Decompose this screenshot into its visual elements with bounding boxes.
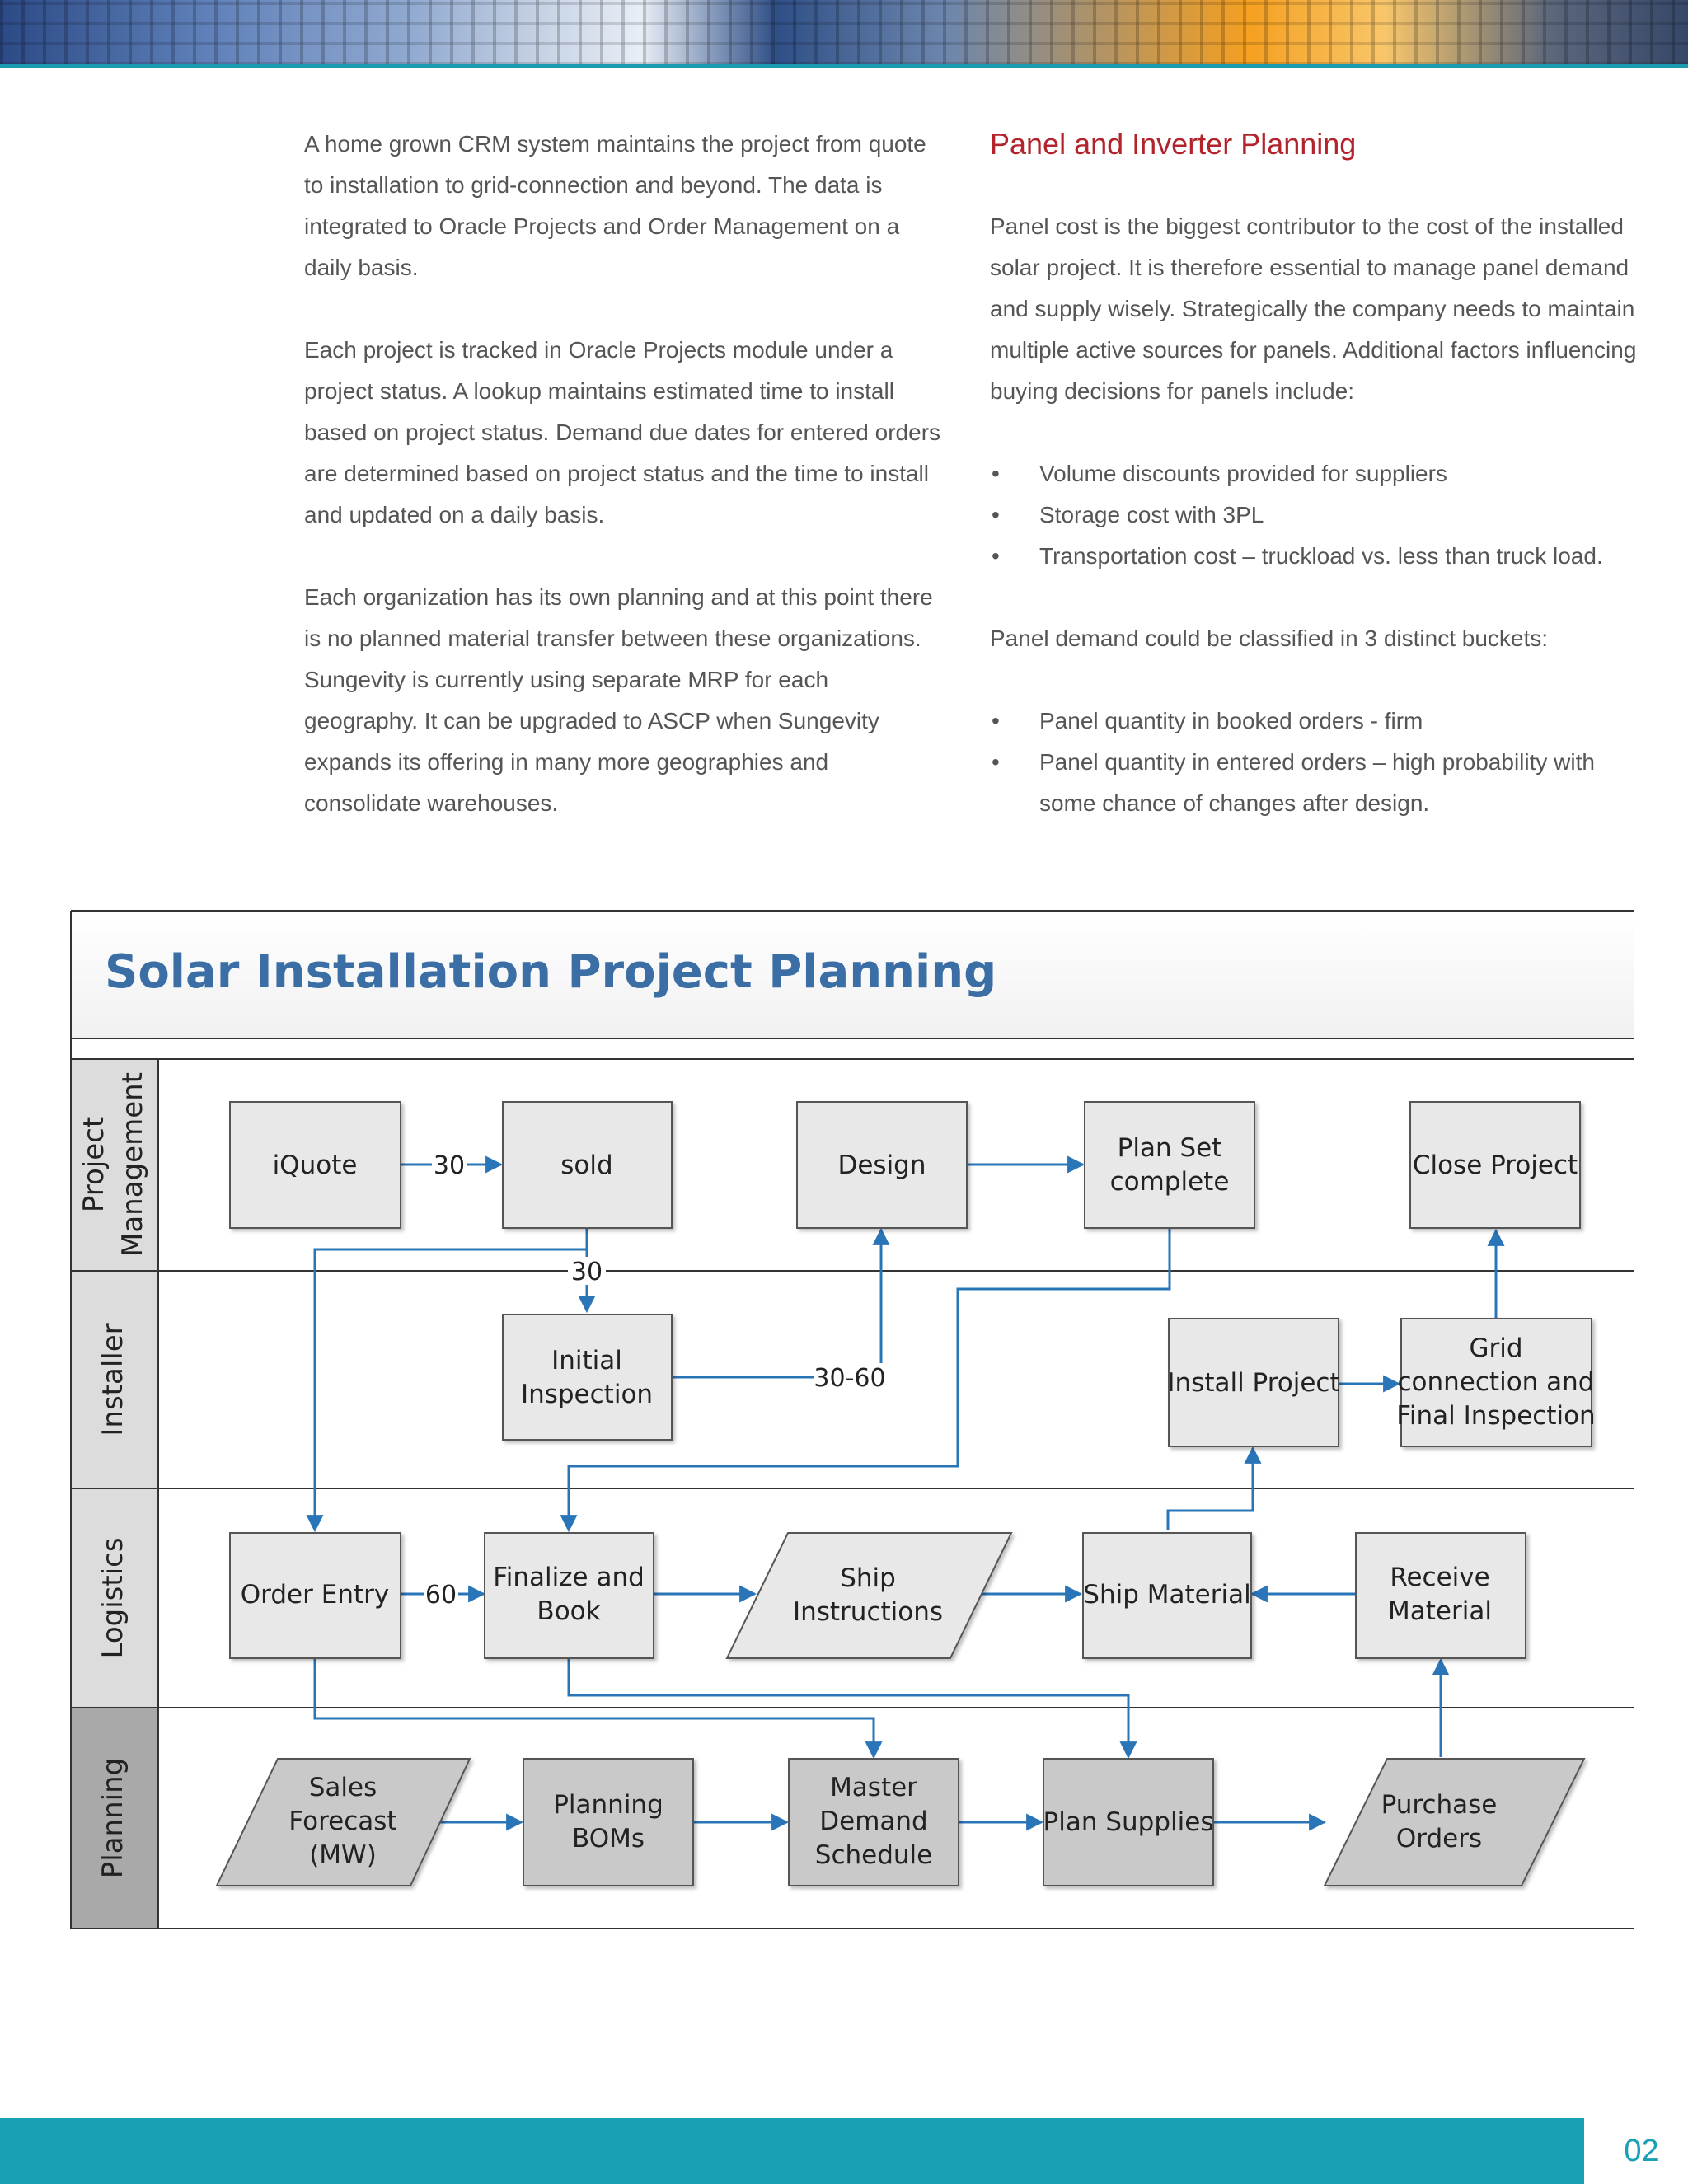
node-label: Initial	[551, 1346, 622, 1376]
node-label: Ship	[840, 1563, 896, 1593]
node-iquote	[229, 1101, 401, 1229]
lane-label-pm-2: Management	[116, 1072, 149, 1257]
node-purchase-orders	[1323, 1758, 1586, 1886]
lane-label-logistics: Logistics	[96, 1537, 129, 1658]
lane-header-planning	[70, 1707, 159, 1929]
node-ship-material	[1082, 1532, 1252, 1659]
page-number: 02	[1624, 2134, 1659, 2168]
node-label: Final Inspection	[1396, 1401, 1595, 1431]
list-item: Transportation cost – truckload vs. less…	[990, 536, 1649, 577]
diagram-title-bar	[71, 911, 1634, 1038]
node-label: Design	[837, 1151, 926, 1180]
node-receive-material	[1355, 1532, 1526, 1659]
node-finalize-book	[484, 1532, 654, 1659]
node-label: Plan Set	[1118, 1133, 1222, 1163]
node-label: Material	[1388, 1596, 1492, 1626]
right-paragraph-2: Panel demand could be classified in 3 di…	[990, 626, 1549, 651]
left-paragraph-2: Each project is tracked in Oracle Projec…	[304, 337, 941, 527]
node-label: Instructions	[793, 1597, 943, 1627]
left-paragraph-1: A home grown CRM system maintains the pr…	[304, 131, 926, 280]
node-label: Close Project	[1413, 1151, 1578, 1180]
node-label: Plan Supplies	[1043, 1807, 1214, 1837]
node-master-demand-schedule	[788, 1758, 959, 1886]
right-text-column: Panel and Inverter Planning Panel cost i…	[990, 124, 1649, 865]
node-label: Ship Material	[1083, 1580, 1250, 1610]
list-item: Panel quantity in booked orders - firm	[990, 701, 1649, 742]
lane-label-pm-1: Project	[77, 1117, 110, 1212]
node-grid-connection	[1400, 1318, 1592, 1447]
node-label: Orders	[1396, 1824, 1482, 1854]
edge-label-order-finalize: 60	[425, 1581, 457, 1610]
node-label: Inspection	[521, 1380, 653, 1409]
node-label: Order Entry	[241, 1580, 389, 1610]
list-item: Storage cost with 3PL	[990, 494, 1649, 536]
node-plan-supplies	[1043, 1758, 1214, 1886]
node-install-project	[1168, 1318, 1339, 1447]
node-label: Master	[830, 1773, 917, 1802]
node-label: Schedule	[815, 1840, 932, 1870]
section-title: Panel and Inverter Planning	[990, 127, 1357, 161]
lane-label-planning: Planning	[96, 1758, 129, 1878]
header-banner-pattern	[0, 0, 1688, 64]
left-text-column: A home grown CRM system maintains the pr…	[304, 124, 947, 865]
node-order-entry	[229, 1532, 401, 1659]
node-label: Sales	[309, 1773, 377, 1802]
list-item: Volume discounts provided for suppliers	[990, 453, 1649, 494]
edge-label-iquote-sold: 30	[434, 1151, 465, 1180]
node-label: (MW)	[309, 1840, 377, 1870]
edge-label-initial-design: 30-60	[814, 1364, 885, 1393]
left-paragraph-3: Each organization has its own planning a…	[304, 584, 933, 816]
node-label: sold	[560, 1151, 612, 1180]
node-label: Grid	[1469, 1333, 1522, 1363]
header-accent-line	[0, 64, 1688, 68]
lane-label-installer: Installer	[96, 1323, 129, 1436]
node-sales-forecast	[215, 1758, 471, 1886]
node-label: Planning	[553, 1790, 663, 1820]
node-label: connection and	[1398, 1367, 1595, 1397]
edge-label-sold-initial: 30	[571, 1258, 603, 1286]
lane-header-installer	[70, 1270, 159, 1489]
node-sold	[502, 1101, 673, 1229]
node-label: Install Project	[1167, 1368, 1339, 1398]
right-paragraph-1: Panel cost is the biggest contributor to…	[990, 213, 1637, 404]
node-initial-inspection	[502, 1314, 673, 1441]
node-label: Forecast	[288, 1807, 396, 1836]
node-plan-set-complete	[1084, 1101, 1255, 1229]
header-banner-image	[0, 0, 1688, 64]
buying-factors-list: Volume discounts provided for suppliers …	[990, 453, 1649, 577]
node-label: Finalize and	[493, 1563, 645, 1592]
list-item: Panel quantity in entered orders – high …	[990, 742, 1649, 824]
node-label: complete	[1110, 1167, 1230, 1197]
footer-bar	[0, 2118, 1584, 2184]
node-label: Demand	[819, 1807, 927, 1836]
demand-buckets-list: Panel quantity in booked orders - firm P…	[990, 701, 1649, 824]
node-design	[796, 1101, 968, 1229]
node-close-project	[1409, 1101, 1581, 1229]
diagram-title: Solar Installation Project Planning	[105, 945, 996, 999]
node-label: Receive	[1390, 1563, 1489, 1592]
node-label: iQuote	[273, 1151, 358, 1180]
node-label: Purchase	[1381, 1790, 1498, 1820]
node-ship-instructions	[725, 1532, 1013, 1659]
node-label: Book	[537, 1596, 600, 1626]
node-planning-boms	[523, 1758, 694, 1886]
node-label: BOMs	[572, 1824, 645, 1854]
